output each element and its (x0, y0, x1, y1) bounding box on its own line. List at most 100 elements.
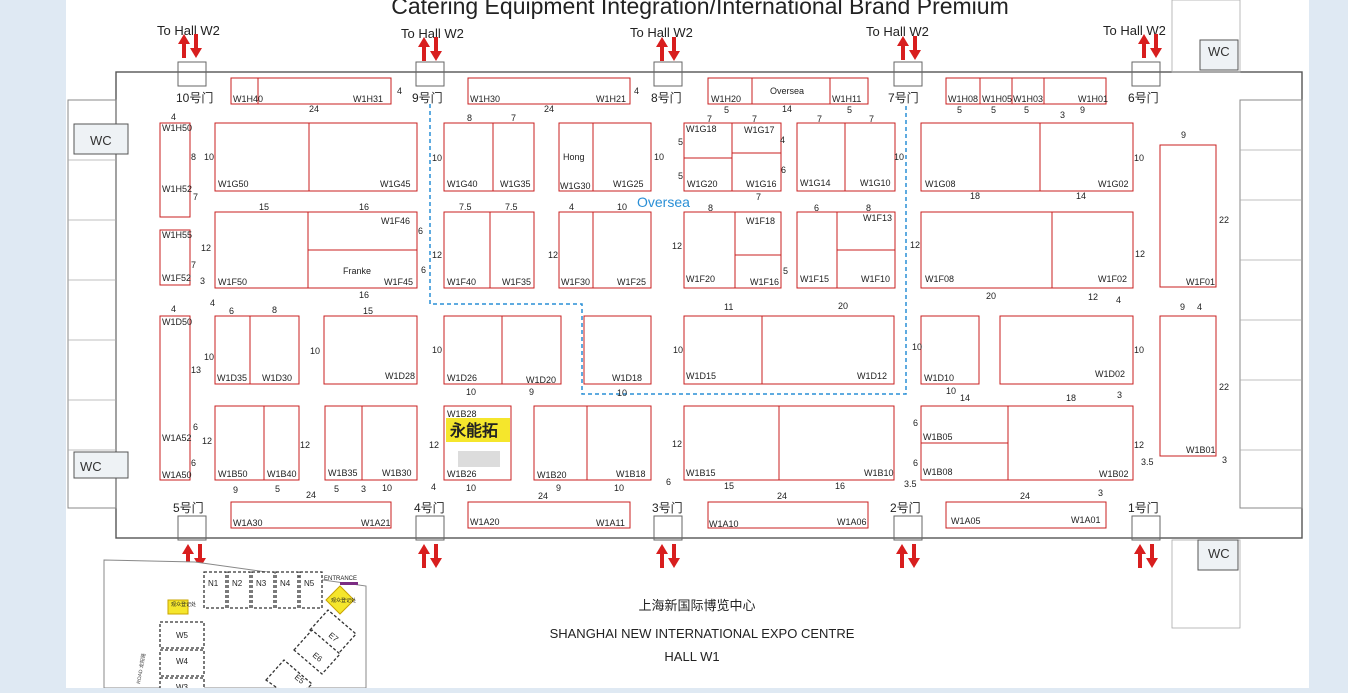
svg-text:7: 7 (191, 260, 196, 270)
hall-link-5[interactable]: To Hall W2 (1103, 23, 1166, 58)
svg-text:12: 12 (1134, 440, 1144, 450)
door-4: 4号门 (414, 500, 445, 515)
booth-f30-f25[interactable] (558, 211, 652, 289)
hall-link-2[interactable]: To Hall W2 (401, 26, 464, 61)
svg-text:4: 4 (210, 298, 215, 308)
booth-g08-g02[interactable] (920, 122, 1134, 192)
svg-text:6: 6 (666, 477, 671, 487)
booth-g40-g35[interactable] (443, 122, 535, 192)
svg-text:WC: WC (90, 133, 112, 148)
booth-h20-h11[interactable] (707, 77, 869, 105)
hall-link-1[interactable]: To Hall W2 (157, 23, 220, 58)
booth-d15-d12[interactable] (683, 315, 895, 385)
svg-text:16: 16 (835, 481, 845, 491)
svg-text:10: 10 (310, 346, 320, 356)
svg-text:10: 10 (617, 388, 627, 398)
booth-a05-a01[interactable] (945, 501, 1107, 529)
svg-text:5: 5 (724, 105, 729, 115)
booth-b50-b40[interactable] (214, 405, 300, 481)
svg-text:W1B28: W1B28 (447, 409, 477, 419)
svg-text:14: 14 (960, 393, 970, 403)
booth-g50-g45[interactable] (214, 122, 418, 192)
hall-n5: N5 (304, 579, 315, 588)
booth-b35-b30[interactable] (324, 405, 418, 481)
booth-a20-a11[interactable] (467, 501, 631, 529)
svg-text:10: 10 (432, 345, 442, 355)
svg-text:5: 5 (783, 266, 788, 276)
door-1: 1号门 (1128, 500, 1159, 515)
hall-link-4[interactable]: To Hall W2 (866, 24, 929, 60)
booth-f20-f16[interactable] (683, 211, 782, 289)
west-annex (67, 99, 117, 509)
booth-b01[interactable] (1159, 315, 1217, 457)
svg-text:3: 3 (361, 484, 366, 494)
booth-g14-g10[interactable] (796, 122, 896, 192)
booth-f08-f02[interactable] (920, 211, 1134, 289)
highlight-exhibitor-name[interactable]: 永能拓 (449, 421, 498, 440)
svg-text:6: 6 (191, 458, 196, 468)
booth-d50-a50[interactable] (159, 315, 191, 481)
svg-text:W1D20: W1D20 (526, 375, 556, 385)
svg-text:W1F20: W1F20 (686, 274, 715, 284)
svg-text:W1F15: W1F15 (800, 274, 829, 284)
svg-text:4: 4 (171, 112, 176, 122)
west-annex-rooms (68, 159, 116, 451)
svg-text:14: 14 (782, 104, 792, 114)
svg-text:7: 7 (193, 192, 198, 202)
svg-text:6: 6 (913, 418, 918, 428)
booth-h30-h21[interactable] (467, 77, 631, 105)
booth-a30-a21[interactable] (230, 501, 392, 529)
booth-f01[interactable] (1159, 144, 1217, 288)
svg-text:24: 24 (538, 491, 548, 501)
svg-text:5: 5 (1024, 105, 1029, 115)
svg-text:5: 5 (991, 105, 996, 115)
svg-text:W1D18: W1D18 (612, 373, 642, 383)
svg-text:W1H11: W1H11 (832, 94, 861, 104)
booth-b20-b18[interactable] (533, 405, 652, 481)
svg-text:3: 3 (1060, 110, 1065, 120)
svg-text:W1G17: W1G17 (744, 125, 775, 135)
highlight-marker[interactable] (446, 418, 510, 442)
logo-placeholder (458, 451, 500, 467)
svg-text:20: 20 (838, 301, 848, 311)
booth-f40-f35[interactable] (443, 211, 535, 289)
svg-text:20: 20 (986, 291, 996, 301)
svg-text:W1F10: W1F10 (861, 274, 890, 284)
booth-g30-g25[interactable] (558, 122, 652, 192)
svg-text:3: 3 (200, 276, 205, 286)
svg-text:12: 12 (910, 240, 920, 250)
svg-text:W1H20: W1H20 (711, 94, 741, 104)
wc-southeast: WC (1197, 539, 1239, 571)
svg-text:4: 4 (634, 86, 639, 96)
svg-text:9: 9 (556, 483, 561, 493)
booth-d02[interactable] (999, 315, 1134, 385)
booth-d28[interactable] (323, 315, 418, 385)
booth-d35-d30[interactable] (214, 315, 300, 385)
svg-text:W1A11: W1A11 (596, 518, 625, 528)
booth-a10-a06[interactable] (707, 501, 869, 529)
svg-text:8: 8 (272, 305, 277, 315)
svg-text:W1F45: W1F45 (384, 277, 413, 287)
booth-h08-h01[interactable] (945, 77, 1107, 105)
door-5: 5号门 (173, 500, 204, 515)
booth-d18[interactable] (583, 315, 652, 385)
booth-h50-h52[interactable] (159, 122, 191, 218)
booth-b28-b26[interactable] (443, 405, 512, 481)
hall-link-3[interactable]: To Hall W2 (630, 25, 693, 61)
svg-text:W1D26: W1D26 (447, 373, 477, 383)
svg-text:W1A30: W1A30 (233, 518, 263, 528)
svg-text:12: 12 (201, 243, 211, 253)
booth-h55-f52[interactable] (159, 229, 191, 286)
svg-text:Hong: Hong (563, 152, 585, 162)
svg-text:3: 3 (1117, 390, 1122, 400)
hall-n2: N2 (232, 579, 243, 588)
door-8: 8号门 (651, 90, 682, 105)
booth-h40-h31[interactable] (230, 77, 392, 105)
svg-text:10: 10 (204, 152, 214, 162)
svg-text:5: 5 (334, 484, 339, 494)
svg-text:7: 7 (707, 114, 712, 124)
booth-d10[interactable] (920, 315, 980, 385)
svg-text:3: 3 (1222, 455, 1227, 465)
booth-b15-b10[interactable] (683, 405, 895, 481)
booth-dimensions: 24 24 14 4 4 8 7 5 7 7 7 5 7 5 5 5 3 9 4… (171, 86, 1229, 501)
